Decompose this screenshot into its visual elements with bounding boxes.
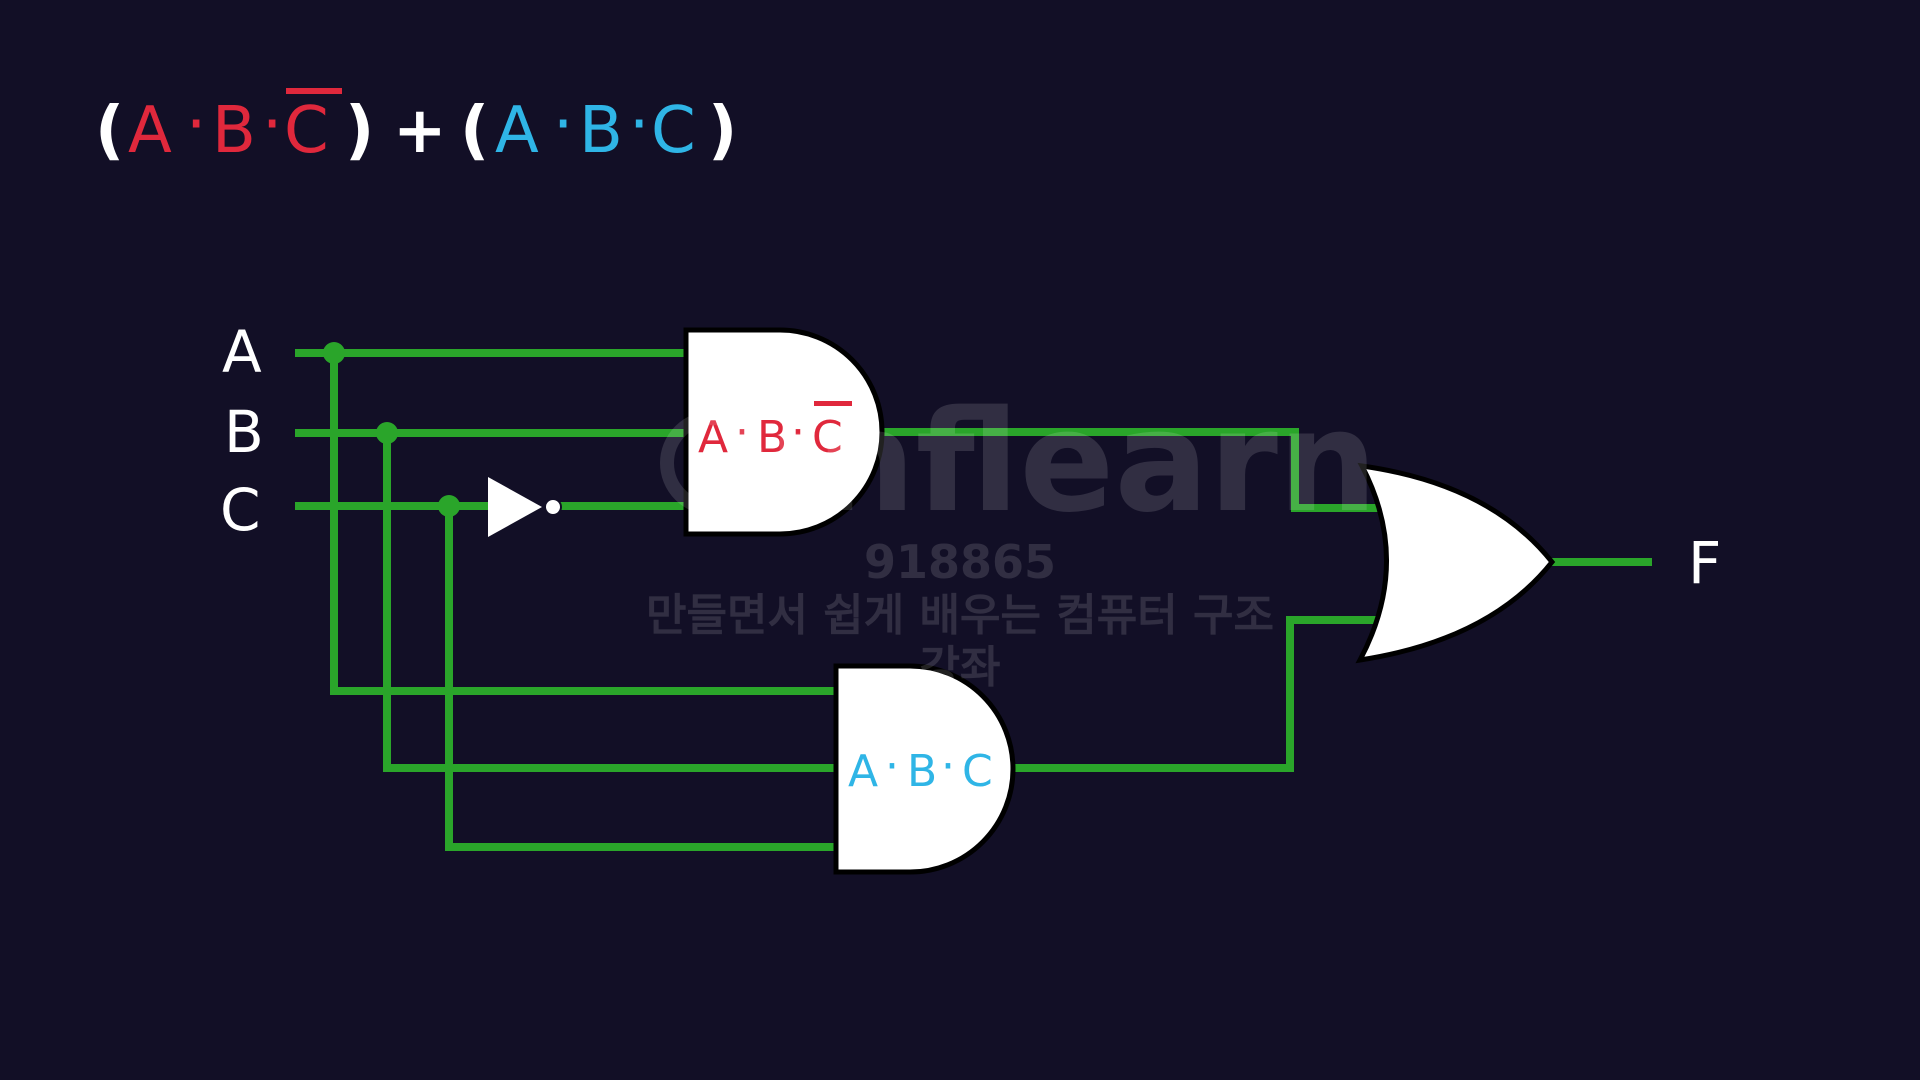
watermark-logo-icon xyxy=(660,411,764,515)
term1-c-bar: C xyxy=(284,94,329,168)
and-gate-2: A · B · C xyxy=(833,663,1016,875)
watermark-course-line-2: 강좌 xyxy=(920,642,1001,693)
and-gate-1: A · B · C xyxy=(683,327,885,537)
junction-c xyxy=(438,495,460,517)
and1-label-b: B xyxy=(757,412,787,463)
paren-open-1: ( xyxy=(95,94,124,168)
term1-dot-1: · xyxy=(186,88,206,162)
and2-label-dot-1: · xyxy=(885,741,899,792)
paren-close-1: ) xyxy=(345,94,374,168)
not-gate-bubble xyxy=(544,498,562,516)
and-gate-1-body xyxy=(683,327,885,537)
term2-a: A xyxy=(495,94,539,168)
term2-dot-2: · xyxy=(629,88,649,162)
term2-b: B xyxy=(579,94,623,168)
wire-a-to-and2 xyxy=(330,353,836,695)
and1-label-a: A xyxy=(698,412,728,463)
wire-and1-to-or xyxy=(865,428,1385,512)
negation-bar xyxy=(286,88,342,94)
watermark: inflearn 918865 만들면서 쉽게 배우는 컴퓨터 구조 강좌 xyxy=(646,381,1378,693)
input-label-a: A xyxy=(222,318,262,386)
term1-a: A xyxy=(128,94,172,168)
watermark-course-line-1: 만들면서 쉽게 배우는 컴퓨터 구조 xyxy=(646,590,1274,641)
term2-dot-1: · xyxy=(553,88,573,162)
wires xyxy=(295,349,1652,851)
paren-open-2: ( xyxy=(460,94,489,168)
wire-c-to-and2 xyxy=(445,506,836,851)
and2-label-c: C xyxy=(962,746,993,797)
not-gate-body xyxy=(488,477,542,537)
and1-label-dot-2: · xyxy=(791,407,805,458)
term2-c: C xyxy=(651,94,696,168)
input-label-c: C xyxy=(220,476,261,544)
and1-label-c-bar: C xyxy=(812,412,843,463)
boolean-expression: ( A · B · C ) + ( A · B · C ) xyxy=(95,88,737,168)
junction-a xyxy=(323,342,345,364)
or-gate xyxy=(1355,462,1556,664)
and-gate-2-label: A · B · C xyxy=(848,741,993,797)
and-gate-2-body xyxy=(833,663,1016,875)
and2-label-b: B xyxy=(907,746,937,797)
paren-close-2: ) xyxy=(708,94,737,168)
and1-label-dot-1: · xyxy=(735,407,749,458)
plus-operator: + xyxy=(393,94,447,168)
watermark-logo-text: inflearn xyxy=(768,381,1378,544)
term1-b: B xyxy=(212,94,256,168)
junction-b xyxy=(376,422,398,444)
and1-negation-bar xyxy=(814,401,852,406)
not-gate xyxy=(488,477,562,537)
and-gate-1-label: A · B · C xyxy=(698,401,852,463)
watermark-id: 918865 xyxy=(864,535,1056,589)
input-label-b: B xyxy=(224,398,264,466)
term1-dot-2: · xyxy=(262,88,282,162)
wire-and2-to-or xyxy=(1015,616,1385,772)
and2-label-a: A xyxy=(848,746,878,797)
wire-b-to-and2 xyxy=(383,433,836,772)
output-label-f: F xyxy=(1688,529,1721,597)
and2-label-dot-2: · xyxy=(941,741,955,792)
